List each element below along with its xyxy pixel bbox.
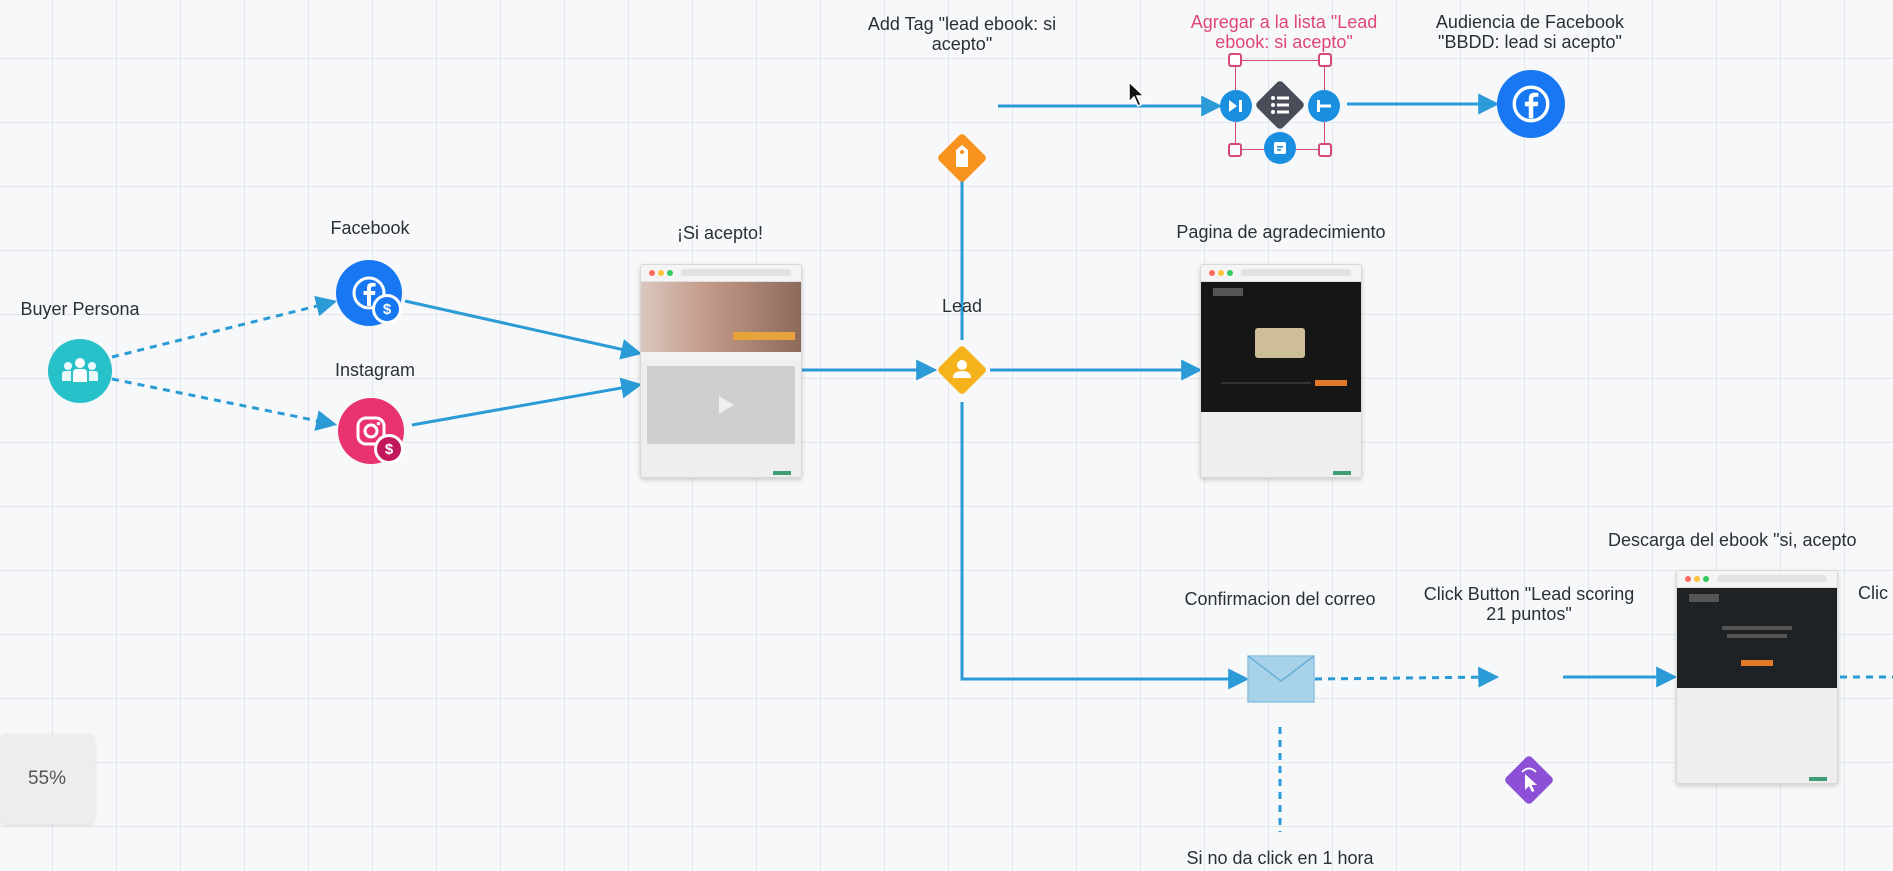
video-placeholder[interactable] [647, 366, 795, 444]
label-add-tag: Add Tag "lead ebook: si acepto" [867, 14, 1057, 54]
landing-page-si-acepto[interactable] [640, 264, 802, 478]
browser-bar [1677, 571, 1837, 588]
label-pagina-agradecimiento: Pagina de agradecimiento [1176, 222, 1386, 242]
label-audiencia: Audiencia de Facebook "BBDD: lead si ace… [1435, 12, 1625, 52]
browser-bar [641, 265, 801, 282]
lead-node[interactable] [936, 344, 988, 396]
play-icon [719, 396, 734, 414]
label-facebook: Facebook [330, 218, 410, 238]
connector-persona-instagram [111, 377, 338, 431]
label-agregar-lista: Agregar a la lista "Lead ebook: si acept… [1190, 12, 1378, 52]
people-group-icon [62, 358, 98, 382]
input-port[interactable] [1220, 90, 1252, 122]
instagram-ads-node[interactable]: $ [338, 398, 404, 464]
resize-handle[interactable] [1228, 53, 1242, 67]
label-descarga: Descarga del ebook "si, acepto [1608, 530, 1857, 550]
page-dark-hero [1677, 588, 1837, 688]
resize-handle[interactable] [1318, 143, 1332, 157]
currency-badge: $ [372, 294, 402, 324]
user-icon [953, 360, 971, 378]
note-icon [1274, 142, 1286, 154]
output-port[interactable] [1308, 90, 1340, 122]
mouse-cursor-icon [1128, 80, 1146, 108]
label-si-acepto: ¡Si acepto! [676, 223, 764, 243]
facebook-audience-node[interactable] [1497, 70, 1565, 138]
currency-badge: $ [374, 434, 404, 464]
label-buyer-persona: Buyer Persona [20, 299, 140, 319]
list-icon [1271, 96, 1289, 114]
label-instagram: Instagram [334, 360, 416, 380]
thank-you-page[interactable] [1200, 264, 1362, 478]
bottom-port[interactable] [1264, 132, 1296, 164]
browser-bar [1201, 265, 1361, 282]
connector-facebook-page [404, 299, 643, 360]
resize-handle[interactable] [1228, 143, 1242, 157]
click-button-node[interactable] [1503, 754, 1555, 806]
arrow-out-icon [1317, 100, 1331, 112]
facebook-icon [352, 276, 386, 310]
arrow-in-icon [1229, 100, 1242, 112]
cursor-click-icon [1521, 767, 1537, 792]
label-click-button: Click Button "Lead scoring 21 puntos" [1423, 584, 1635, 624]
page-hero-image [641, 282, 801, 352]
add-to-list-node[interactable] [1220, 52, 1340, 164]
resize-handle[interactable] [1318, 53, 1332, 67]
connector-email-click [1314, 666, 1500, 688]
list-diamond [1254, 79, 1306, 131]
buyer-persona-node[interactable] [48, 339, 112, 403]
label-clic-partial: Clic [1858, 583, 1888, 603]
connector-lead-email [960, 402, 1250, 690]
zoom-level-indicator[interactable]: 55% [0, 734, 94, 824]
label-lead: Lead [941, 296, 983, 316]
add-tag-node[interactable] [936, 132, 988, 184]
ebook-download-page[interactable] [1676, 570, 1838, 784]
tag-icon [956, 145, 968, 167]
envelope-icon [1247, 655, 1315, 703]
label-confirmacion: Confirmacion del correo [1184, 589, 1376, 609]
email-confirmation-node[interactable] [1247, 655, 1315, 703]
facebook-icon [1512, 85, 1550, 123]
label-si-no-click: Si no da click en 1 hora [1186, 848, 1374, 868]
connector-instagram-page [411, 377, 643, 427]
page-dark-hero [1201, 282, 1361, 412]
facebook-ads-node[interactable]: $ [336, 260, 402, 326]
instagram-icon [356, 416, 386, 446]
connector-persona-facebook [111, 295, 338, 359]
